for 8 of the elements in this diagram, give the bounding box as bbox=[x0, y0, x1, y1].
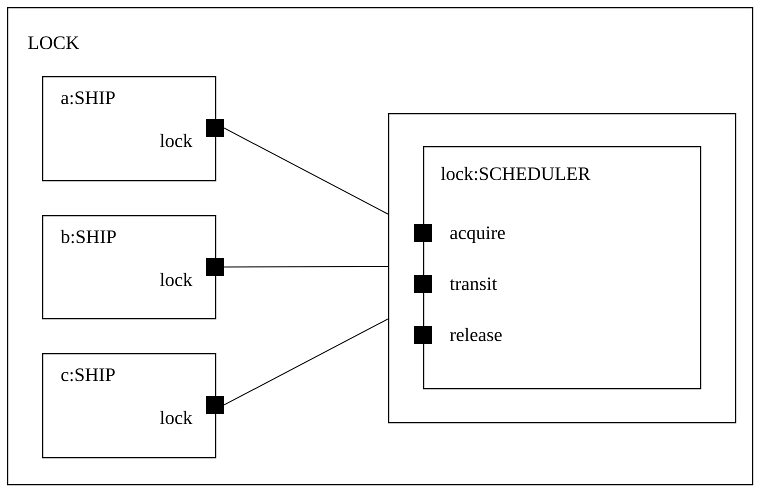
ship-box: b:SHIP lock bbox=[42, 215, 224, 320]
connector-line bbox=[224, 128, 388, 215]
ship-box: a:SHIP lock bbox=[42, 76, 224, 182]
connector-line bbox=[224, 318, 388, 406]
connector-line bbox=[224, 266, 388, 268]
container-box bbox=[388, 113, 736, 424]
component-box: lock:SCHEDULER acquire transit release bbox=[414, 146, 702, 390]
ship-box: c:SHIP lock bbox=[42, 353, 224, 458]
